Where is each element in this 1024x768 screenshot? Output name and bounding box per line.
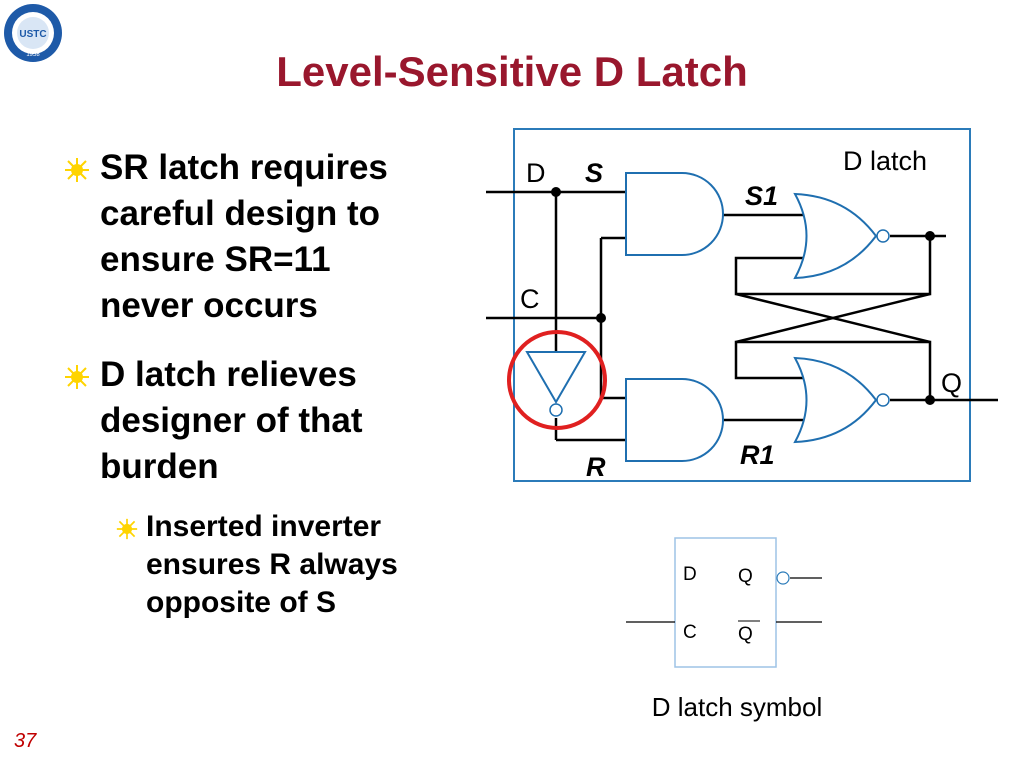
slide-number: 37 — [14, 730, 37, 752]
symbol-pin-d: D — [683, 564, 697, 585]
label-c: C — [520, 284, 540, 314]
bullet-line: SR latch requires — [100, 148, 388, 187]
university-logo: USTC 1958 — [4, 4, 62, 62]
bullet-line: never occurs — [100, 286, 318, 325]
symbol-pin-c: C — [683, 622, 697, 643]
nor-top-bubble — [876, 229, 890, 243]
logo-text: USTC — [19, 29, 46, 40]
and-gate-top — [625, 172, 724, 256]
label-d: D — [526, 158, 546, 188]
label-s1: S1 — [745, 181, 778, 211]
and-gate-bottom — [625, 378, 724, 462]
label-q: Q — [941, 368, 962, 398]
inverter-highlight — [507, 330, 607, 430]
label-r: R — [586, 452, 606, 482]
bullet-line: designer of that — [100, 401, 363, 440]
symbol-pin-q: Q — [738, 566, 753, 587]
slide-title: Level-Sensitive D Latch — [276, 48, 748, 95]
bullet-line: ensure SR=11 — [100, 240, 331, 279]
bullet-line: Inserted inverter — [146, 510, 382, 543]
bullet-line: ensures R always — [146, 548, 398, 581]
inverter-bubble — [549, 403, 563, 417]
circuit-box-label: D latch — [843, 146, 927, 176]
nor-gate-top — [793, 192, 878, 280]
logo-year: 1958 — [26, 52, 40, 58]
bullet-line: careful design to — [100, 194, 381, 233]
symbol-pin-qbar: Q — [738, 624, 753, 645]
label-s: S — [585, 158, 603, 188]
nor-gate-bottom — [793, 356, 878, 444]
bullet-sun-icon — [65, 158, 89, 182]
bullet-sun-icon — [65, 365, 89, 389]
symbol-box — [674, 537, 777, 668]
inverter — [525, 351, 587, 404]
nor-bottom-bubble — [876, 393, 890, 407]
circuit-box — [513, 128, 971, 482]
label-r1: R1 — [740, 440, 775, 470]
bullet-line: opposite of S — [146, 586, 336, 619]
symbol-q-bubble — [776, 571, 790, 585]
bullet-line: burden — [100, 447, 219, 486]
junction-dots — [551, 187, 935, 405]
symbol-caption: D latch symbol — [652, 692, 823, 722]
bullet-sun-icon — [116, 518, 138, 540]
bullet-line: D latch relieves — [100, 355, 357, 394]
